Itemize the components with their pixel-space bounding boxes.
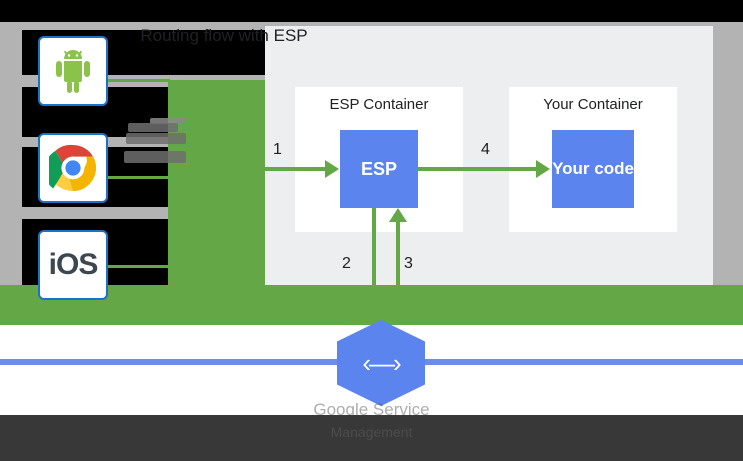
your-code-box: Your code (552, 130, 634, 208)
step-label-1: 1 (273, 141, 282, 158)
arrow-4-head (536, 160, 550, 178)
obscured-text-line (126, 133, 186, 144)
client-connector-line (108, 79, 170, 82)
arrow-3-head (389, 208, 407, 222)
ios-client-tile[interactable]: iOS (38, 230, 108, 300)
arrow-1-line (265, 167, 325, 171)
ios-label: iOS (48, 248, 99, 281)
step-label-4: 4 (481, 141, 490, 158)
obscured-text-line (150, 118, 186, 124)
panel-title: Routing flow with ESP (140, 26, 308, 45)
page-left-margin (0, 30, 22, 285)
obscured-text-line (124, 151, 186, 163)
client-connector-line (108, 176, 170, 179)
esp-box: ESP (340, 130, 418, 208)
google-service-hexagon-icon: ‹—› (337, 320, 425, 406)
client-connector-line (108, 265, 170, 268)
chrome-icon (49, 144, 97, 192)
green-block (168, 80, 265, 285)
your-container-title: Your Container (543, 96, 643, 113)
footer-overlay (0, 415, 743, 461)
android-client-tile[interactable] (38, 36, 108, 106)
step-label-3: 3 (404, 255, 413, 272)
arrow-3-line (396, 222, 400, 318)
step-label-2: 2 (342, 255, 351, 272)
endpoints-subcaption: Management (330, 424, 413, 440)
arrow-4-line (418, 167, 536, 171)
arrow-1-head (325, 160, 339, 178)
page-right-margin (713, 30, 743, 285)
esp-container-title: ESP Container (329, 96, 429, 113)
chrome-client-tile[interactable] (38, 133, 108, 203)
android-icon (56, 50, 90, 93)
green-divider-band (0, 285, 743, 325)
endpoints-caption: Google Service (313, 400, 430, 419)
obscured-text-line (128, 123, 178, 132)
arrow-2-line (372, 208, 376, 318)
code-brackets-glyph: ‹—› (362, 347, 401, 378)
